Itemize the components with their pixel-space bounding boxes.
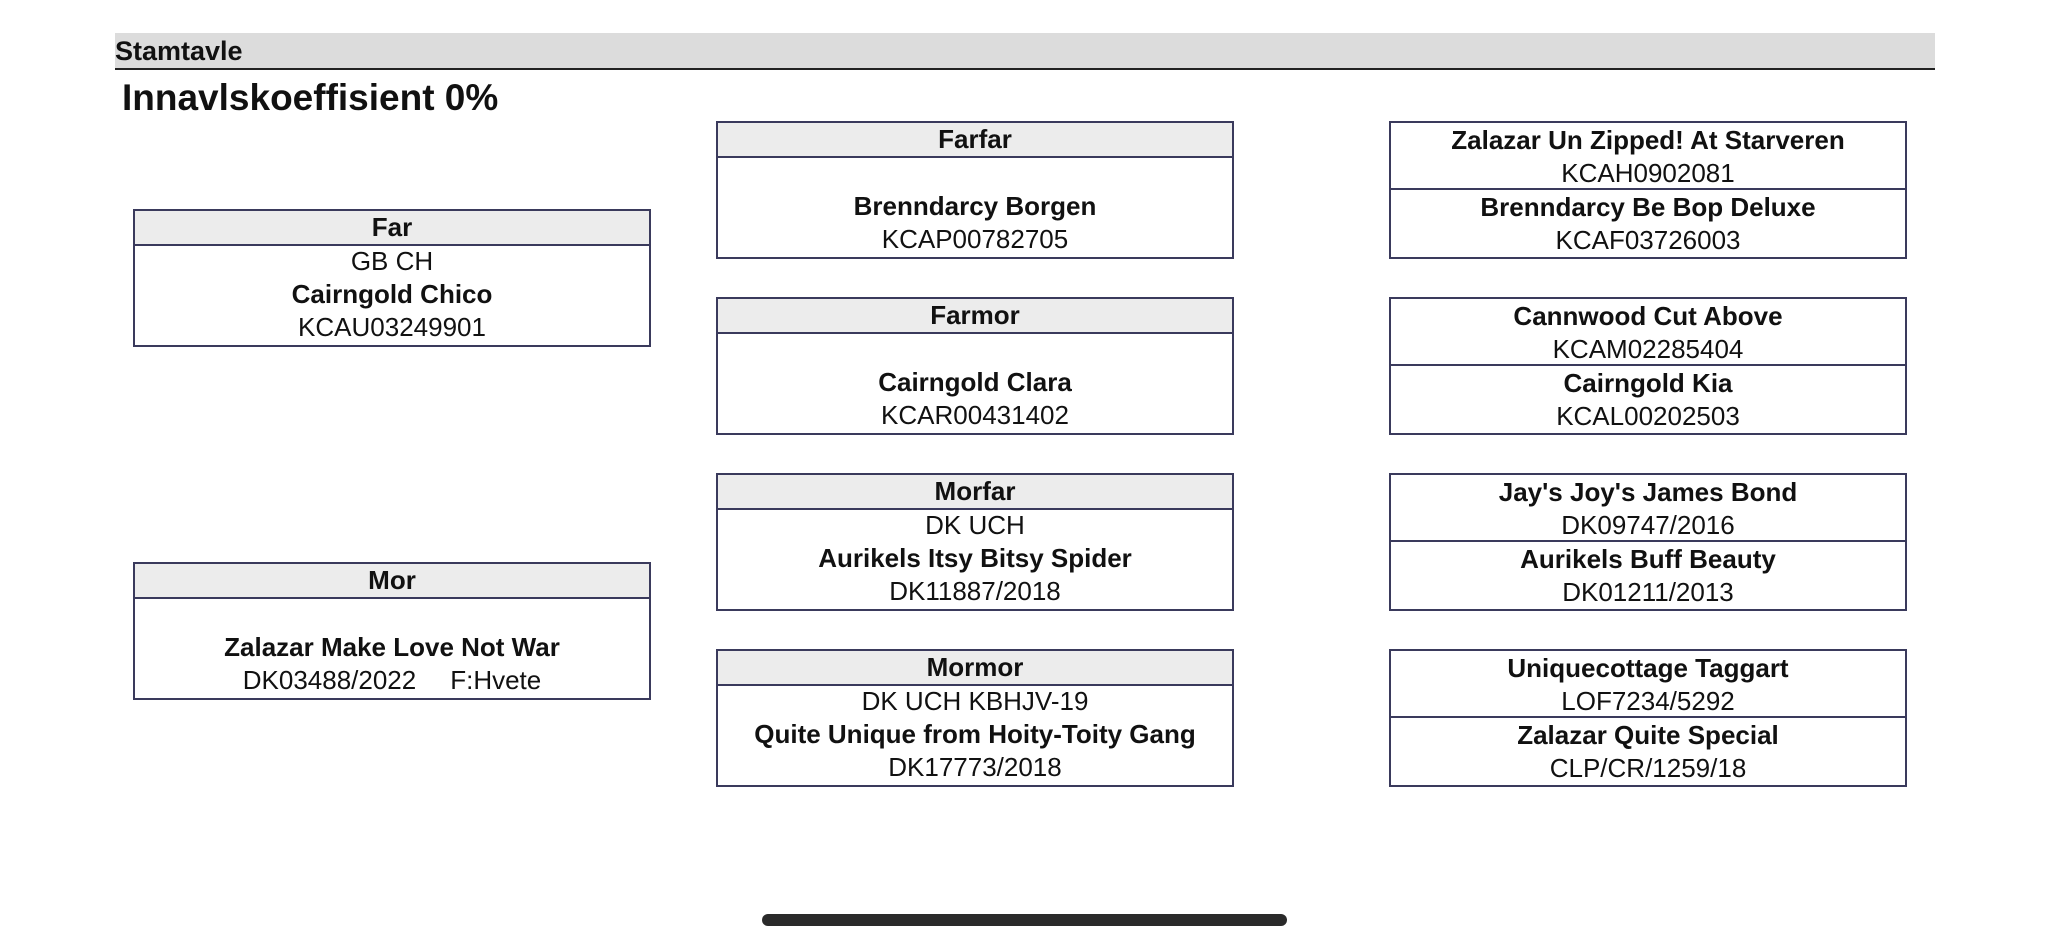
great-grandparent-sire[interactable]: Uniquecottage Taggart LOF7234/5292 [1391,651,1905,718]
dog-registration: DK11887/2018 [889,576,1061,606]
grandparent-box-farmor[interactable]: Farmor Cairngold Clara KCAR00431402 [716,297,1234,435]
dog-color: F:Hvete [450,665,542,695]
dog-titles [135,599,649,631]
dog-registration-line: DK03488/2022 F:Hvete [135,664,649,697]
dog-titles: DK UCH [925,510,1025,540]
great-grandparent-box-farmor: Cannwood Cut Above KCAM02285404 Cairngol… [1389,297,1907,435]
dog-registration: KCAP00782705 [881,224,1069,254]
box-heading: Far [135,211,649,246]
parent-box-far[interactable]: Far GB CH Cairngold Chico KCAU03249901 [133,209,651,347]
dog-registration: KCAM02285404 [1552,334,1744,364]
great-grandparent-sire[interactable]: Jay's Joy's James Bond DK09747/2016 [1391,475,1905,542]
great-grandparent-dam[interactable]: Aurikels Buff Beauty DK01211/2013 [1391,542,1905,609]
grandparent-box-morfar[interactable]: Morfar DK UCH Aurikels Itsy Bitsy Spider… [716,473,1234,611]
grandparent-box-mormor[interactable]: Mormor DK UCH KBHJV-19 Quite Unique from… [716,649,1234,787]
dog-name: Brenndarcy Be Bop Deluxe [1480,192,1816,222]
dog-registration: KCAH0902081 [1561,158,1735,188]
dog-name: Cairngold Clara [878,367,1072,397]
dog-registration: LOF7234/5292 [1561,686,1735,716]
dog-name: Brenndarcy Borgen [853,191,1097,221]
page-title: Stamtavle [115,36,243,66]
dog-name: Cairngold Kia [1563,368,1733,398]
dog-name: Zalazar Make Love Not War [224,632,560,662]
great-grandparent-box-mormor: Uniquecottage Taggart LOF7234/5292 Zalaz… [1389,649,1907,787]
great-grandparent-dam[interactable]: Cairngold Kia KCAL00202503 [1391,366,1905,433]
great-grandparent-box-morfar: Jay's Joy's James Bond DK09747/2016 Auri… [1389,473,1907,611]
great-grandparent-sire[interactable]: Cannwood Cut Above KCAM02285404 [1391,299,1905,366]
page-header: Stamtavle [115,33,1935,70]
great-grandparent-sire[interactable]: Zalazar Un Zipped! At Starveren KCAH0902… [1391,123,1905,190]
dog-titles: GB CH [350,246,434,276]
dog-name: Zalazar Un Zipped! At Starveren [1451,125,1845,155]
great-grandparent-dam[interactable]: Brenndarcy Be Bop Deluxe KCAF03726003 [1391,190,1905,257]
dog-registration: KCAF03726003 [1555,225,1741,255]
dog-registration: CLP/CR/1259/18 [1549,753,1747,783]
box-heading: Mor [135,564,649,599]
dog-name: Uniquecottage Taggart [1507,653,1789,683]
home-indicator[interactable] [762,914,1287,926]
parent-box-mor[interactable]: Mor Zalazar Make Love Not War DK03488/20… [133,562,651,700]
dog-registration: DK17773/2018 [888,752,1062,782]
dog-name: Aurikels Buff Beauty [1520,544,1776,574]
box-heading: Mormor [718,651,1232,686]
dog-registration: DK01211/2013 [1562,577,1734,607]
great-grandparent-dam[interactable]: Zalazar Quite Special CLP/CR/1259/18 [1391,718,1905,785]
dog-titles [718,158,1232,190]
great-grandparent-box-farfar: Zalazar Un Zipped! At Starveren KCAH0902… [1389,121,1907,259]
dog-name: Zalazar Quite Special [1517,720,1779,750]
dog-name: Cairngold Chico [291,279,493,309]
box-heading: Farmor [718,299,1232,334]
box-heading: Farfar [718,123,1232,158]
dog-registration: KCAR00431402 [881,400,1069,430]
dog-name: Quite Unique from Hoity-Toity Gang [754,719,1196,749]
dog-name: Jay's Joy's James Bond [1498,477,1798,507]
dog-registration: DK03488/2022 [242,665,417,695]
grandparent-box-farfar[interactable]: Farfar Brenndarcy Borgen KCAP00782705 [716,121,1234,259]
inbreeding-coefficient: Innavlskoeffisient 0% [122,77,499,118]
dog-registration: KCAL00202503 [1556,401,1740,431]
dog-registration: KCAU03249901 [298,312,486,342]
dog-registration: DK09747/2016 [1561,510,1735,540]
dog-titles: DK UCH KBHJV-19 [861,686,1089,716]
dog-name: Cannwood Cut Above [1513,301,1783,331]
dog-titles [718,334,1232,366]
box-heading: Morfar [718,475,1232,510]
dog-name: Aurikels Itsy Bitsy Spider [818,543,1132,573]
